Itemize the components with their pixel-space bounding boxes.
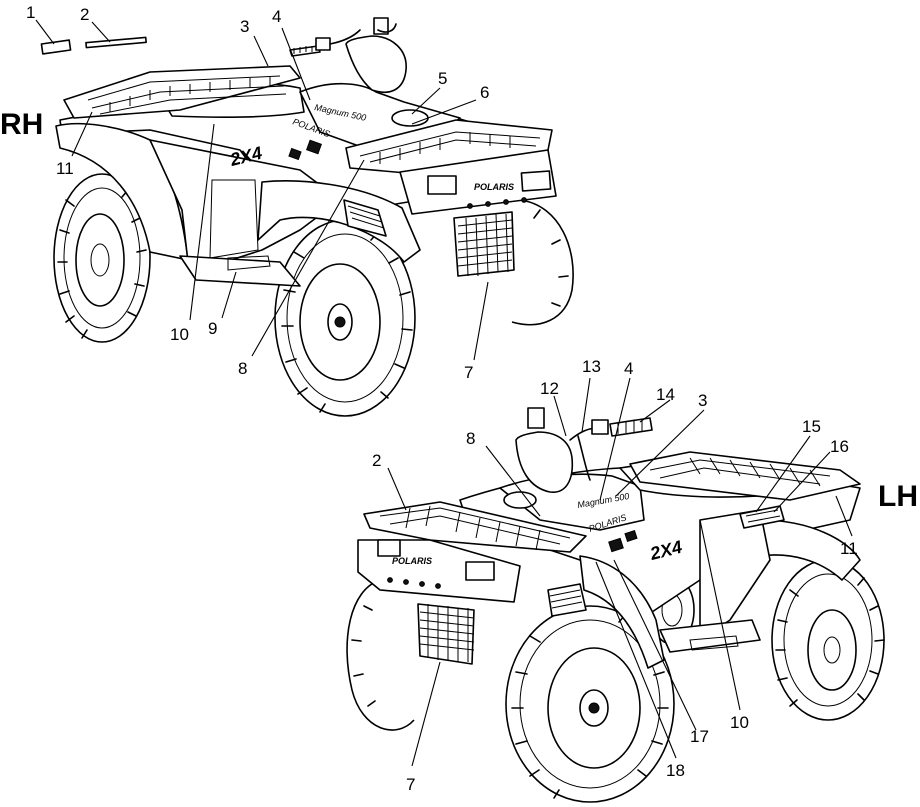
callout-lh-4: 4 bbox=[624, 359, 633, 378]
lh-rear-rack bbox=[629, 451, 861, 501]
callout-lh-15: 15 bbox=[802, 417, 821, 436]
atv-right-side-view: 2X4 Magnum 500 POLARIS POLARIS bbox=[40, 17, 574, 417]
lh-body: 2X4 Magnum 500 POLARIS bbox=[459, 460, 861, 669]
rh-brand-front-decal: POLARIS bbox=[474, 182, 514, 192]
callout-lh-14: 14 bbox=[656, 385, 675, 404]
rh-front-fascia: POLARIS bbox=[399, 149, 557, 215]
lh-front-wheel bbox=[505, 605, 675, 803]
rh-handlebar bbox=[289, 17, 407, 94]
callout-rh-8: 8 bbox=[238, 359, 247, 378]
rh-rear-wheel bbox=[53, 173, 151, 343]
callout-rh-5: 5 bbox=[438, 69, 447, 88]
rh-rear-rack bbox=[63, 65, 301, 119]
callout-numbers: 1 2 3 4 5 6 11 10 9 8 7 13 12 4 14 3 8 2… bbox=[26, 3, 858, 794]
lh-handlebar bbox=[515, 407, 653, 493]
callout-lh-8: 8 bbox=[466, 429, 475, 448]
callout-rh-9: 9 bbox=[208, 319, 217, 338]
callout-lh-17: 17 bbox=[690, 727, 709, 746]
rh-far-front-wheel bbox=[511, 199, 574, 326]
decal-part-1 bbox=[40, 39, 72, 55]
rh-body: 2X4 Magnum 500 POLARIS bbox=[55, 82, 471, 287]
atv-left-side-view: 2X4 Magnum 500 POLARIS bbox=[346, 407, 885, 803]
callout-lh-3: 3 bbox=[698, 391, 707, 410]
lh-far-front-wheel bbox=[346, 579, 415, 731]
rh-grille bbox=[453, 211, 515, 277]
callout-lh-16: 16 bbox=[830, 437, 849, 456]
callout-rh-2: 2 bbox=[80, 5, 89, 24]
callout-lh-10: 10 bbox=[730, 713, 749, 732]
callout-lh-12: 12 bbox=[540, 379, 559, 398]
callout-lh-18: 18 bbox=[666, 761, 685, 780]
callout-rh-11: 11 bbox=[56, 159, 74, 178]
lh-front-fascia: POLARIS bbox=[357, 539, 521, 603]
lh-grille bbox=[417, 603, 475, 665]
lh-front-rack bbox=[363, 501, 587, 553]
leader-lines bbox=[35, 19, 853, 767]
callout-rh-1: 1 bbox=[26, 3, 35, 22]
callout-rh-3: 3 bbox=[240, 17, 249, 36]
callout-lh-11: 11 bbox=[840, 539, 858, 558]
callout-lh-2: 2 bbox=[372, 451, 381, 470]
lh-rear-wheel bbox=[771, 559, 885, 721]
decal-part-2 bbox=[85, 36, 147, 49]
rh-front-wheel bbox=[274, 219, 416, 417]
callout-rh-7: 7 bbox=[464, 363, 473, 382]
callout-rh-6: 6 bbox=[480, 83, 489, 102]
callout-rh-10: 10 bbox=[170, 325, 189, 344]
callout-lh-13: 13 bbox=[582, 357, 601, 376]
side-label-lh: LH bbox=[878, 480, 918, 513]
callout-rh-4: 4 bbox=[272, 7, 281, 26]
side-label-rh: RH bbox=[0, 108, 43, 141]
callout-lh-7: 7 bbox=[406, 775, 415, 794]
lh-brand-front-decal: POLARIS bbox=[392, 556, 432, 566]
